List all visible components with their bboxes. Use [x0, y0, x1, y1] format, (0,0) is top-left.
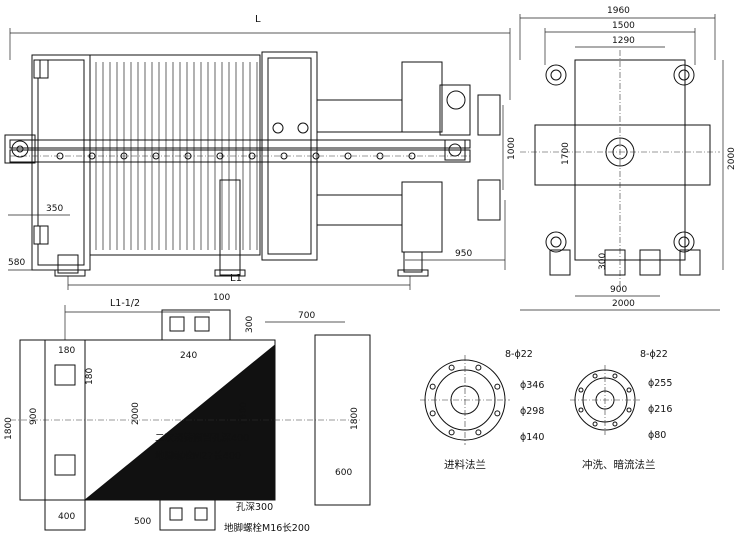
inlet-pcd: ϕ298 [520, 406, 544, 417]
rail-hole [120, 152, 128, 160]
bolt-hole [626, 387, 632, 393]
half-length-label: L1-1/2 [110, 298, 140, 309]
bolt-hole [448, 364, 455, 371]
dim-900-foundation: 900 [29, 408, 39, 425]
rail-hole [376, 152, 384, 160]
flange-wash: 8-ϕ22 ϕ255 ϕ216 ϕ80 冲洗、暗流法兰 [570, 349, 672, 471]
note-anchor-m27: 地脚螺栓M27长400 [155, 450, 241, 462]
dim-1000: 1000 [507, 137, 517, 160]
bolt-hole [475, 364, 482, 371]
rail-hole [248, 152, 256, 160]
inlet-bore: ϕ140 [520, 432, 544, 443]
dim-1800-right: 1800 [350, 407, 360, 430]
dim-1960: 1960 [607, 6, 630, 16]
note-hole-depth: 孔深300 [236, 502, 273, 513]
wash-caption: 冲洗、暗流法兰 [582, 458, 656, 471]
bolt-hole [448, 429, 455, 436]
foundation-plan: L1-1/2 100 300 240 700 180 180 1800 900 … [4, 293, 371, 534]
dim-400: 400 [58, 512, 75, 522]
rail-hole [280, 152, 288, 160]
dim-1500: 1500 [612, 21, 635, 31]
side-view: 1960 1500 1290 1700 2000 300 900 2000 [519, 6, 737, 311]
dim-2000-bottom: 2000 [612, 299, 635, 309]
dim-2000-foundation: 2000 [131, 402, 141, 425]
inlet-outer-dia: ϕ346 [520, 380, 544, 391]
overall-length-label: L [255, 14, 261, 25]
rail-hole [216, 152, 224, 160]
dim-300-top: 300 [245, 316, 255, 333]
rail-hole [152, 152, 160, 160]
bolt-hole [494, 410, 501, 417]
dim-700: 700 [298, 311, 315, 321]
rail-hole [408, 152, 416, 160]
bolt-hole [592, 373, 598, 379]
dim-900: 900 [610, 285, 627, 295]
bolt-hole [494, 383, 501, 390]
wash-pcd: ϕ216 [648, 404, 672, 415]
dim-300: 300 [598, 253, 608, 270]
bolt-hole [626, 407, 632, 413]
rail-length-label: L1 [230, 273, 242, 284]
rail-hole [184, 152, 192, 160]
dim-2000-right: 2000 [727, 147, 737, 170]
inlet-bolts: 8-ϕ22 [505, 349, 533, 360]
rail-hole [312, 152, 320, 160]
front-view: L [4, 14, 517, 290]
dim-1600: 1600 [239, 402, 249, 425]
dim-580: 580 [8, 258, 25, 268]
rail-hole [344, 152, 352, 160]
flange-inlet: 8-ϕ22 ϕ346 ϕ298 ϕ140 进料法兰 [420, 349, 544, 471]
dim-180-side: 180 [85, 368, 95, 385]
dim-240: 240 [180, 351, 197, 361]
rail-hole [88, 152, 96, 160]
dim-500: 500 [134, 517, 151, 527]
bolt-hole [578, 387, 584, 393]
dim-350: 350 [46, 204, 63, 214]
wash-bolts: 8-ϕ22 [640, 349, 668, 360]
wash-outer-dia: ϕ255 [648, 378, 672, 389]
bolt-hole [578, 407, 584, 413]
bolt-hole [475, 429, 482, 436]
bolt-hole [429, 410, 436, 417]
dim-950: 950 [455, 249, 472, 259]
dim-1700: 1700 [561, 142, 571, 165]
bolt-hole [592, 421, 598, 427]
bolt-hole [612, 373, 618, 379]
rail-hole [56, 152, 64, 160]
note-anchor-m16: 地脚螺栓M16长200 [224, 522, 310, 534]
wash-bore: ϕ80 [648, 430, 666, 441]
dim-1800-left: 1800 [4, 417, 14, 440]
note-secondary-grout: 二次浇铸预留孔深400 [155, 432, 249, 444]
inlet-caption: 进料法兰 [444, 458, 486, 471]
bolt-hole [612, 421, 618, 427]
filter-plates [89, 54, 261, 256]
bolt-hole [429, 383, 436, 390]
dim-180-top: 180 [58, 346, 75, 356]
dim-100: 100 [213, 293, 230, 303]
dim-1290: 1290 [612, 36, 635, 46]
dim-600: 600 [335, 468, 352, 478]
